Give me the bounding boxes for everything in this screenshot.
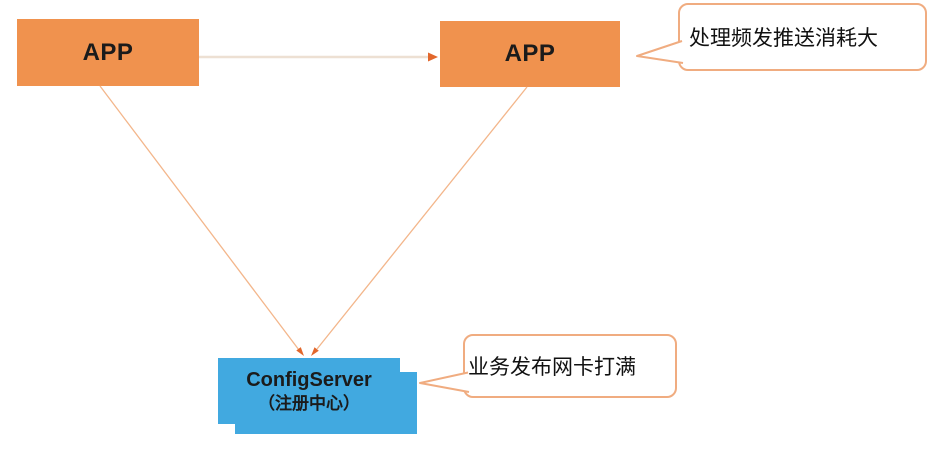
callout-network-full-tail: [419, 371, 470, 393]
callout-push-cost-tail: [636, 40, 684, 64]
callout-network-full: 业务发布网卡打满: [463, 334, 677, 398]
node-app-left: APP: [17, 19, 199, 86]
edge-app-left-to-config-server: [99, 85, 300, 351]
node-config-server: ConfigServer （注册中心）: [218, 358, 400, 424]
arrowhead-into-config-server-right: [311, 347, 319, 356]
callout-push-cost-text: 处理频发推送消耗大: [689, 27, 878, 50]
node-app-left-label: APP: [82, 38, 134, 66]
callout-network-full-text: 业务发布网卡打满: [468, 356, 636, 379]
arrowhead-into-config-server-left: [296, 347, 304, 356]
node-config-server-subtitle: （注册中心）: [258, 393, 360, 413]
node-config-server-title: ConfigServer: [246, 368, 372, 391]
callout-push-cost: 处理频发推送消耗大: [678, 3, 927, 71]
node-app-right: APP: [440, 21, 620, 87]
arrowhead-into-app-right: [428, 52, 438, 62]
node-app-right-label: APP: [504, 40, 556, 67]
edge-app-right-to-config-server: [316, 86, 528, 350]
